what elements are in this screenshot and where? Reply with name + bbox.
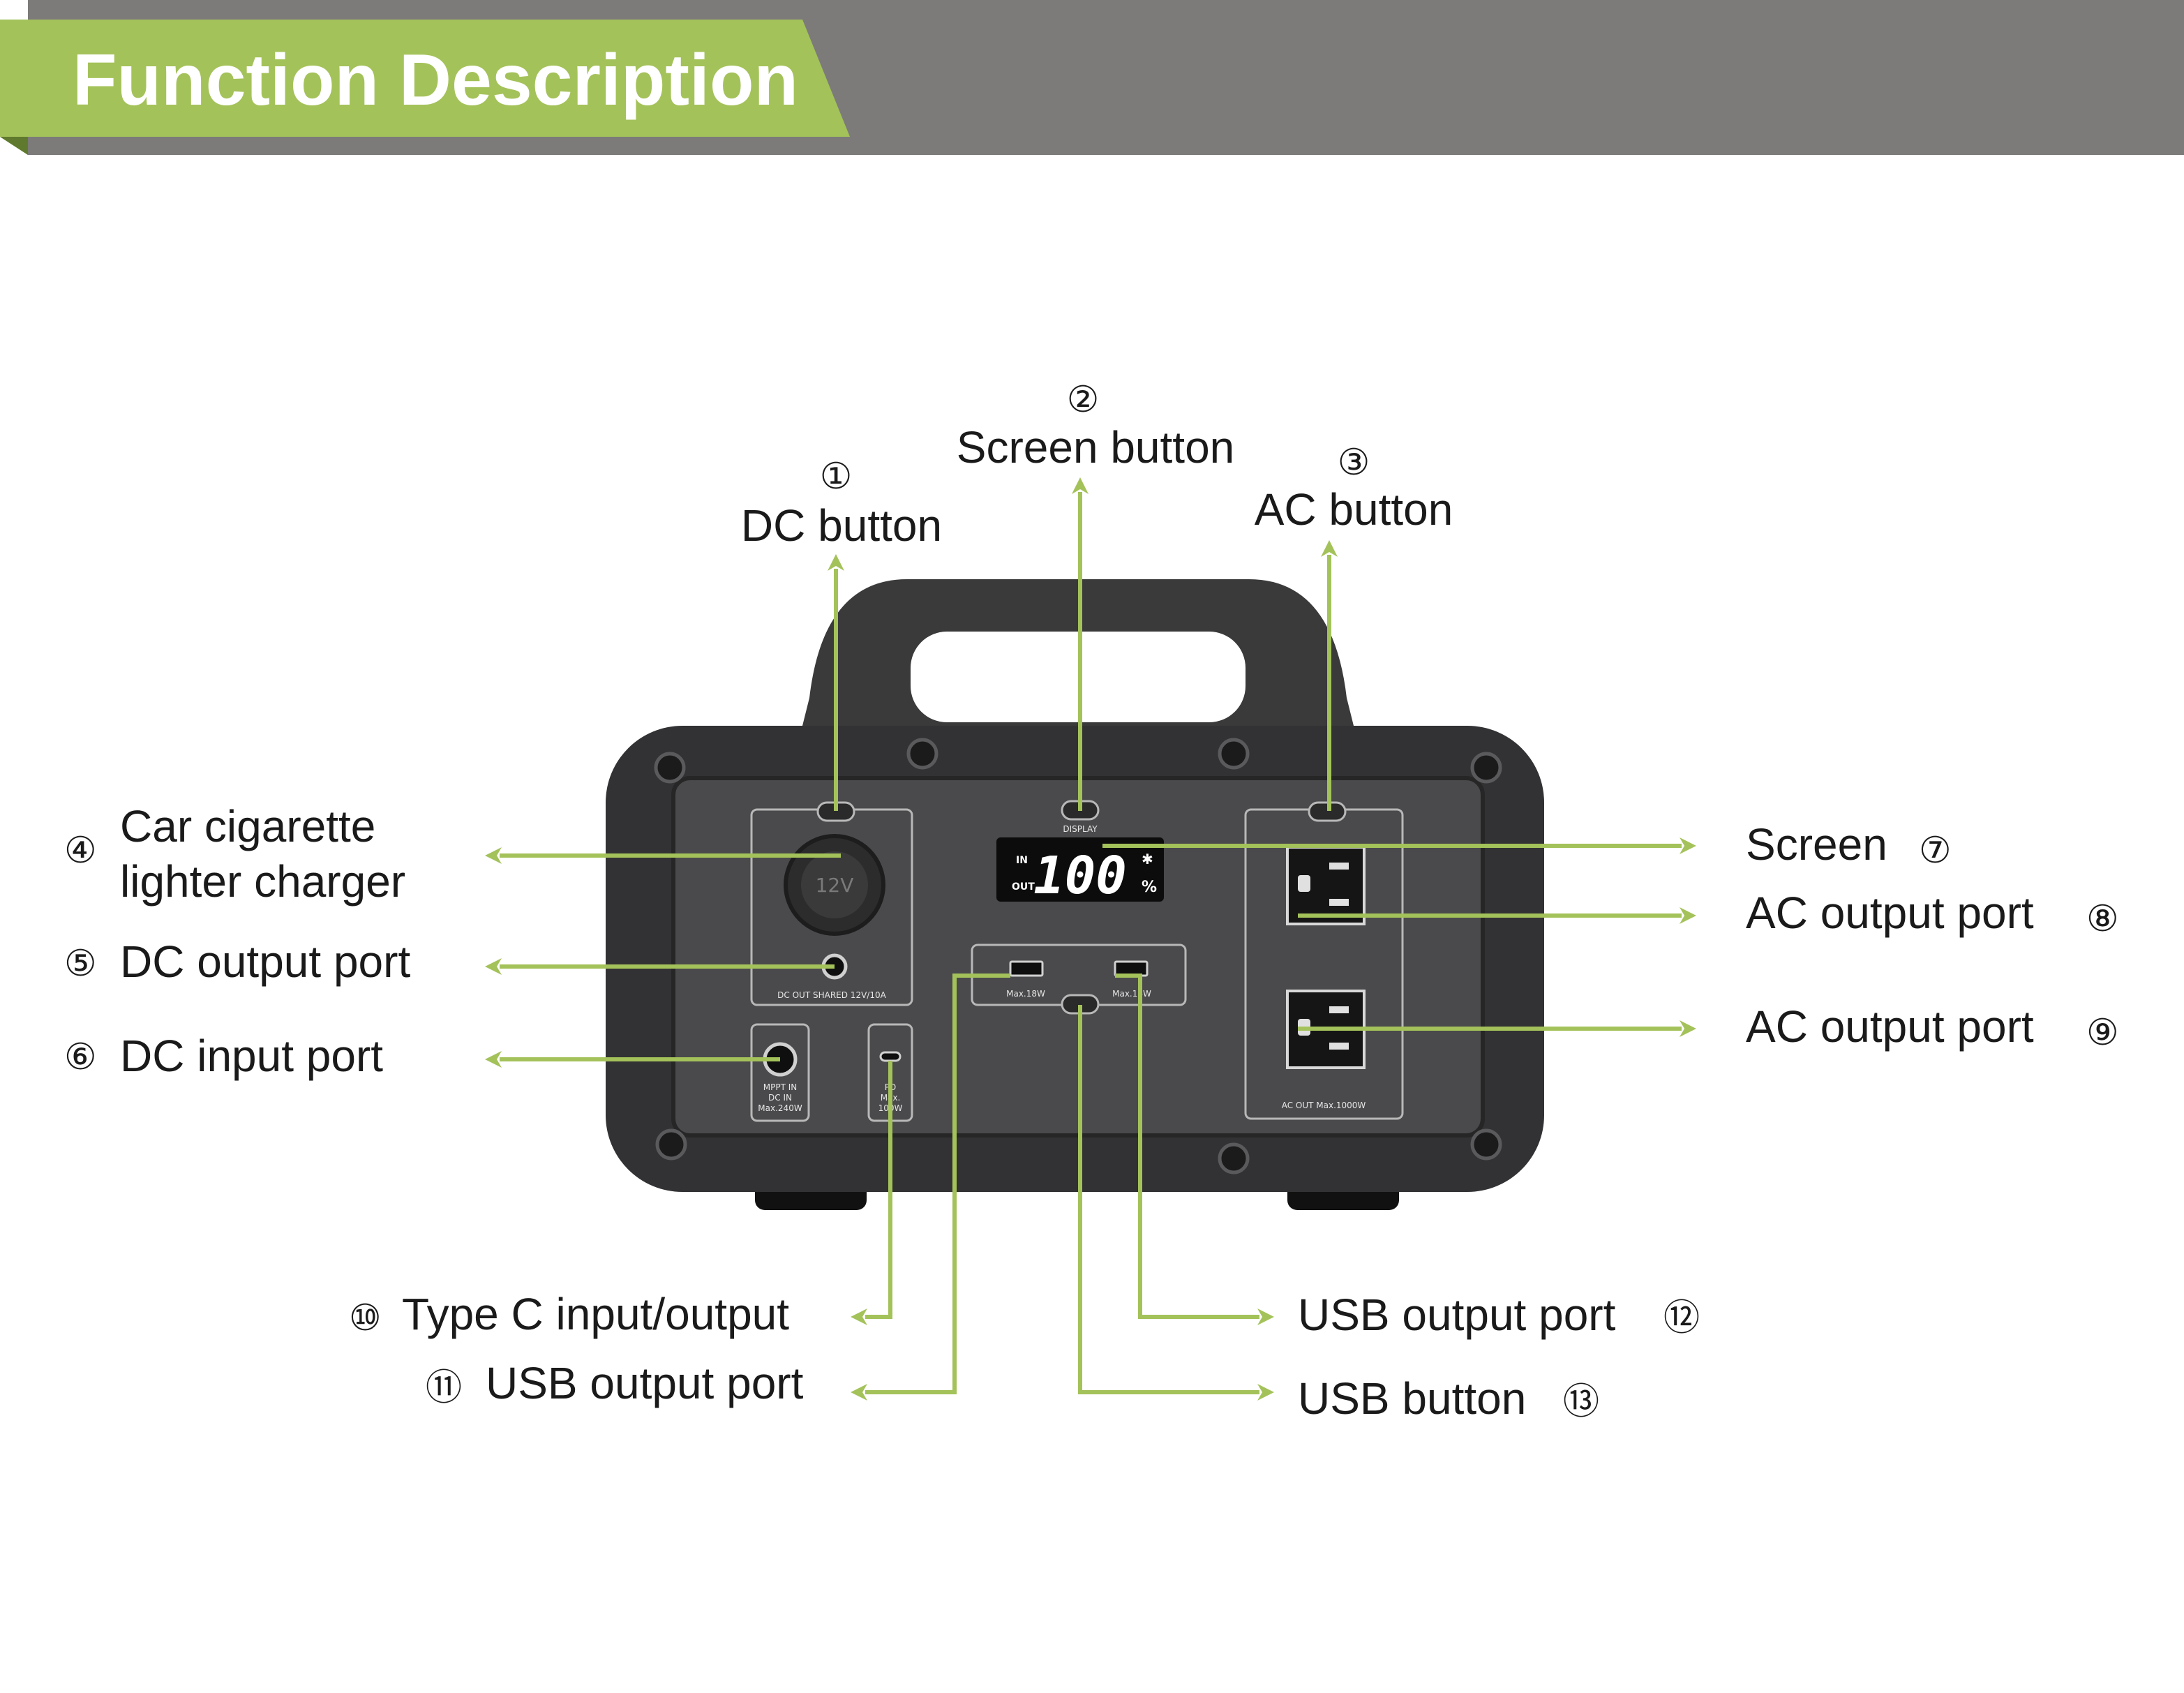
cig-12v-label: 12V bbox=[816, 874, 854, 897]
callout-12-label: USB output port bbox=[1298, 1290, 1616, 1340]
lcd-in-label: IN bbox=[1016, 855, 1028, 866]
leader-13 bbox=[1078, 1005, 1274, 1401]
callout-9-number: ⑨ bbox=[2086, 1012, 2119, 1054]
dc-out-label: DC OUT SHARED 12V/10A bbox=[777, 990, 886, 1000]
callout-3-label: AC button bbox=[1255, 484, 1453, 535]
callout-10-number: ⑩ bbox=[349, 1297, 382, 1339]
callout-2-number: ② bbox=[1067, 379, 1100, 421]
cigarette-socket-inner bbox=[801, 851, 868, 918]
callout-labels: ① DC button ② Screen button ③ AC button … bbox=[64, 379, 2119, 1424]
lcd-value: 100 bbox=[1033, 846, 1127, 906]
lcd-percent: % bbox=[1142, 879, 1157, 896]
power-station: 12V DC OUT SHARED 12V/10A MPPT IN DC IN … bbox=[606, 579, 1544, 1210]
callout-lines bbox=[485, 477, 1696, 1401]
callout-11-number: ⑪ bbox=[426, 1367, 462, 1409]
leader-11 bbox=[851, 974, 1010, 1401]
callout-5-label: DC output port bbox=[120, 937, 410, 987]
callout-9-label: AC output port bbox=[1746, 1001, 2034, 1052]
callout-6-label: DC input port bbox=[120, 1031, 383, 1081]
callout-4-label-line2: lighter charger bbox=[120, 856, 405, 907]
bluetooth-icon: ✱ bbox=[1142, 851, 1153, 867]
callout-13-label: USB button bbox=[1298, 1373, 1526, 1424]
callout-5-number: ⑤ bbox=[64, 943, 97, 985]
ac-outlet-top-slot1 bbox=[1329, 863, 1349, 870]
screws bbox=[654, 738, 1502, 1174]
leader-10 bbox=[851, 1061, 892, 1325]
callout-12-number: ⑫ bbox=[1663, 1297, 1700, 1339]
usb-left-label: Max.18W bbox=[1006, 989, 1045, 999]
callout-3-number: ③ bbox=[1338, 442, 1370, 484]
usb-port-left[interactable] bbox=[1009, 960, 1044, 977]
title-tab bbox=[0, 20, 850, 155]
mppt-frame bbox=[750, 1023, 810, 1122]
page-title: Function Description bbox=[73, 40, 798, 121]
mppt-label-2: DC IN bbox=[768, 1093, 792, 1103]
ac-outlet-bottom-slot2 bbox=[1329, 1043, 1349, 1050]
lcd-screen bbox=[996, 837, 1164, 902]
leader-12 bbox=[1115, 974, 1274, 1325]
mppt-label-3: Max.240W bbox=[758, 1103, 802, 1113]
ac-outlet-top-ground bbox=[1298, 875, 1310, 892]
typec-port[interactable] bbox=[879, 1051, 902, 1062]
callout-1-label: DC button bbox=[741, 500, 942, 551]
ac-outlet-bottom-slot1 bbox=[1329, 1006, 1349, 1013]
callout-4-label-line1: Car cigarette bbox=[120, 801, 375, 851]
callout-4-number: ④ bbox=[64, 830, 97, 872]
lcd-out-label: OUT bbox=[1012, 881, 1035, 893]
callout-8-number: ⑧ bbox=[2086, 898, 2119, 940]
callout-10-label: Type C input/output bbox=[402, 1289, 789, 1339]
title-tab-fold bbox=[0, 137, 28, 155]
ac-outlet-top-slot2 bbox=[1329, 899, 1349, 906]
callout-7-label: Screen bbox=[1746, 819, 1887, 870]
header-banner: Function Description bbox=[0, 0, 2184, 155]
callout-1-number: ① bbox=[820, 456, 853, 498]
usb-right-label: Max.18W bbox=[1112, 989, 1151, 999]
callout-2-label: Screen button bbox=[957, 422, 1235, 472]
ac-out-label: AC OUT Max.1000W bbox=[1282, 1101, 1366, 1110]
callout-7-number: ⑦ bbox=[1919, 830, 1952, 872]
display-label: DISPLAY bbox=[1063, 824, 1098, 834]
callout-6-number: ⑥ bbox=[64, 1036, 97, 1078]
callout-11-label: USB output port bbox=[486, 1358, 804, 1408]
mppt-label-1: MPPT IN bbox=[763, 1082, 798, 1092]
callout-8-label: AC output port bbox=[1746, 888, 2034, 938]
callout-13-number: ⑬ bbox=[1563, 1381, 1599, 1423]
